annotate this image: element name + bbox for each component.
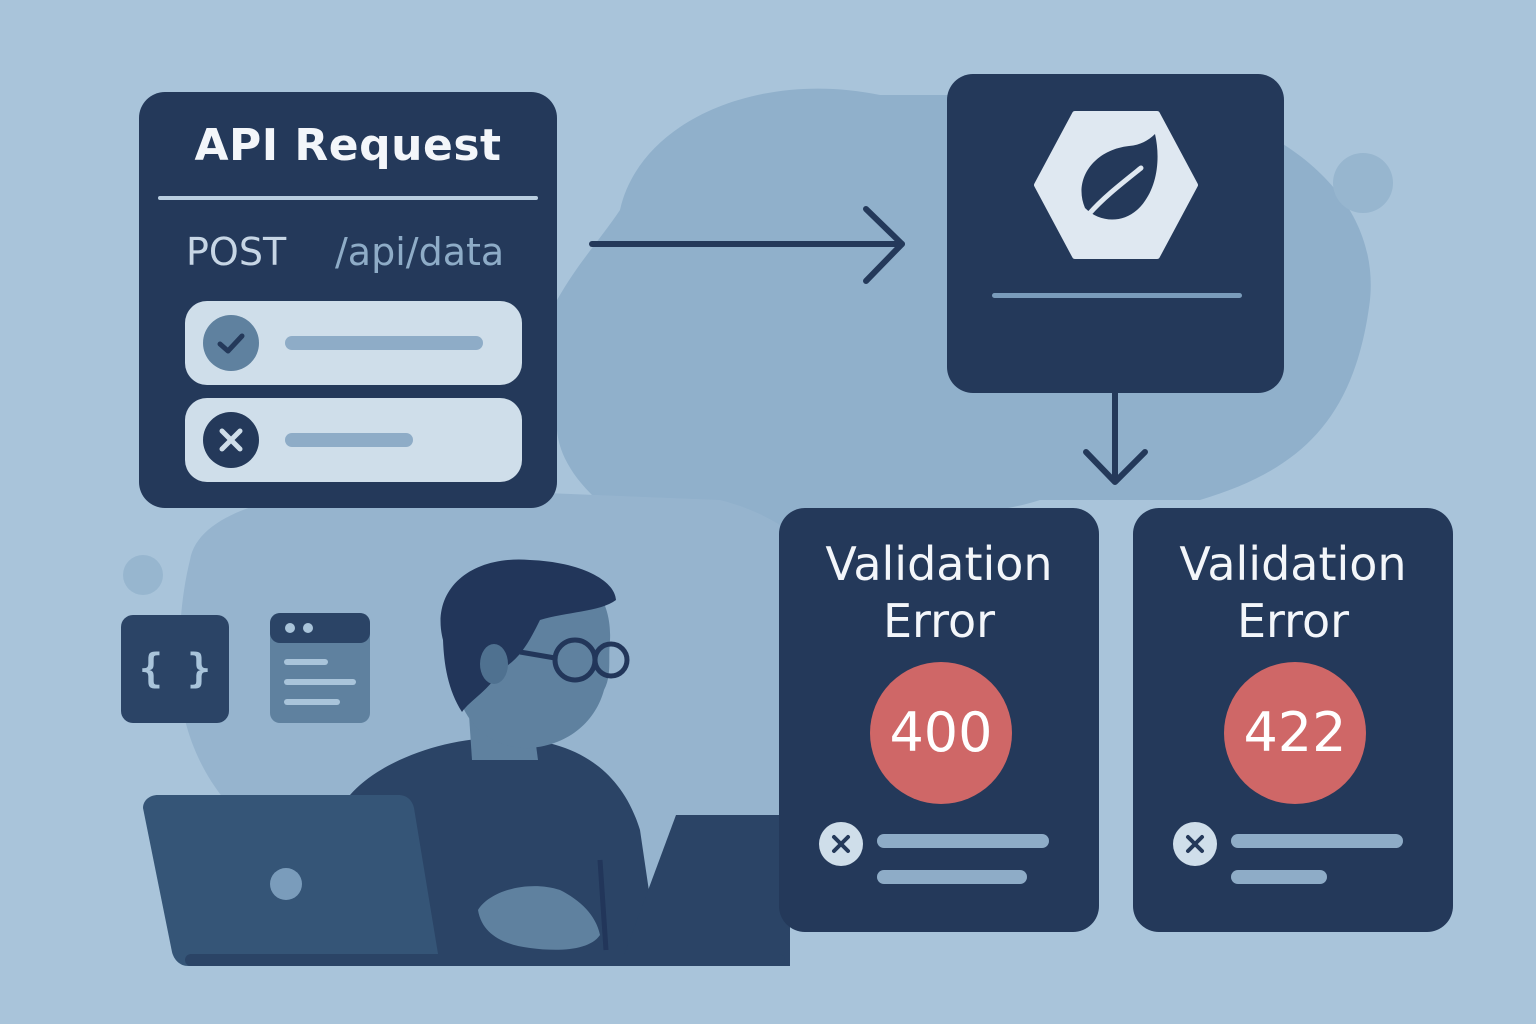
error-title-line2: Error xyxy=(1236,594,1350,648)
x-icon xyxy=(203,412,259,468)
error-detail-line xyxy=(1231,870,1327,884)
decorative-dot xyxy=(123,555,163,595)
error-detail-line xyxy=(1231,834,1403,848)
request-field-invalid xyxy=(185,398,522,482)
code-braces-icon: { } xyxy=(121,615,229,723)
validation-error-card-422: Validation Error 422 xyxy=(1133,508,1453,932)
decorative-dot xyxy=(1333,153,1393,213)
developer-person-illustration xyxy=(143,559,790,966)
error-title-line2: Error xyxy=(882,594,996,648)
http-method-label: POST xyxy=(186,230,287,274)
arrow-right-icon xyxy=(589,206,905,284)
field-placeholder-line xyxy=(285,336,483,350)
laptop-logo xyxy=(270,868,302,900)
error-title-line1: Validation xyxy=(825,537,1053,591)
x-icon xyxy=(1173,822,1217,866)
status-code-badge: 422 xyxy=(1224,662,1366,804)
validation-error-card-400: Validation Error 400 xyxy=(779,508,1099,932)
error-title: Validation Error xyxy=(779,536,1099,650)
request-field-valid xyxy=(185,301,522,385)
field-placeholder-line xyxy=(285,433,413,447)
service-card xyxy=(947,74,1284,393)
error-detail-line xyxy=(877,834,1049,848)
title-divider xyxy=(158,196,538,200)
service-divider xyxy=(992,293,1242,298)
status-code-badge: 400 xyxy=(870,662,1012,804)
error-title-line1: Validation xyxy=(1179,537,1407,591)
endpoint-path-label: /api/data xyxy=(335,230,505,274)
error-title: Validation Error xyxy=(1133,536,1453,650)
browser-window-icon xyxy=(270,613,370,723)
checkmark-icon xyxy=(203,315,259,371)
spring-leaf-icon xyxy=(1034,111,1198,259)
api-request-card: API Request POST /api/data xyxy=(139,92,557,508)
x-icon xyxy=(819,822,863,866)
error-detail-line xyxy=(877,870,1027,884)
api-request-title: API Request xyxy=(194,120,502,171)
